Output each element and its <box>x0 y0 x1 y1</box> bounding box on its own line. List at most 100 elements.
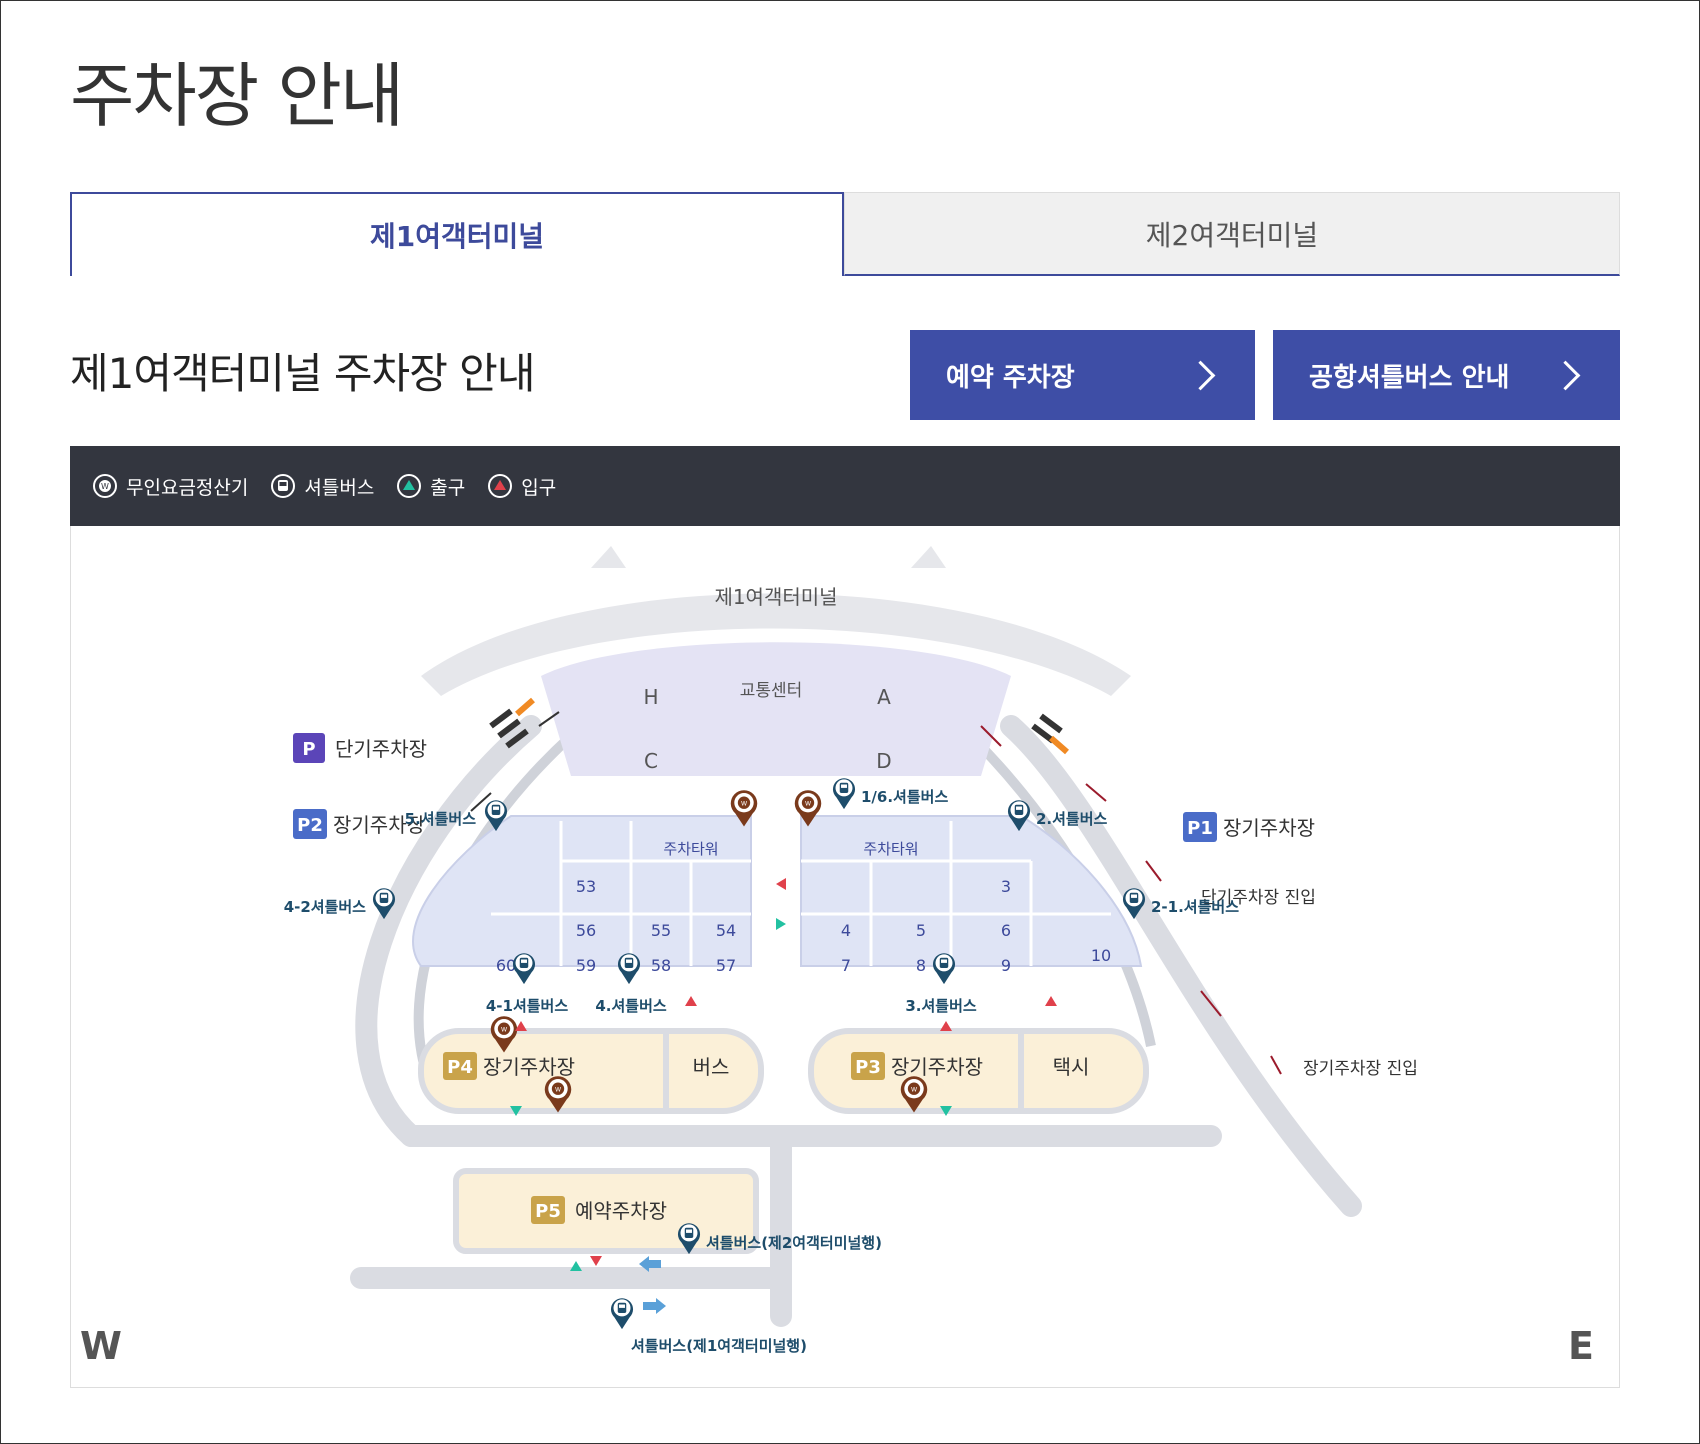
lot-9: 9 <box>1001 956 1011 975</box>
terminal-label: 제1여객터미널 <box>714 585 837 609</box>
traffic-center-label: 교통센터 <box>740 681 803 701</box>
lot-60: 60 <box>496 956 516 975</box>
shuttle-label-1-6: 1/6.셔틀버스 <box>861 788 948 806</box>
p4-label: 장기주차장 <box>483 1055 575 1079</box>
lot-55: 55 <box>651 921 671 940</box>
shuttle-bus-info-label: 공항셔틀버스 안내 <box>1309 362 1510 393</box>
entry-arrows <box>980 725 1282 1075</box>
chevron-right-icon <box>1185 360 1216 390</box>
parking-tower-west-label: 주차타워 <box>663 840 718 858</box>
shuttle-label-2: 2.셔틀버스 <box>1036 810 1108 828</box>
shuttle-label-3: 3.셔틀버스 <box>905 997 977 1015</box>
entrance-icon <box>488 474 513 498</box>
shuttle-label-4: 4.셔틀버스 <box>595 997 667 1015</box>
tab-terminal-1[interactable]: 제1여객터미널 <box>70 192 844 276</box>
taxi-area-label: 택시 <box>1053 1055 1090 1079</box>
page-title: 주차장 안내 <box>70 55 404 137</box>
svg-text:W: W <box>101 482 109 491</box>
p3-lot <box>808 1028 1149 1114</box>
shuttle-stop-1-6[interactable] <box>832 778 856 810</box>
parking-tower-east-label: 주차타워 <box>863 840 918 858</box>
gate-d: D <box>876 749 891 773</box>
lot-53: 53 <box>576 877 596 896</box>
shuttle-label-4-2: 4-2셔틀버스 <box>284 898 366 916</box>
shuttle-label-4-1: 4-1셔틀버스 <box>486 997 568 1015</box>
reservation-parking-button[interactable]: 예약 주차장 <box>910 330 1255 420</box>
p4-lot <box>418 1028 764 1114</box>
east-parking-block <box>800 815 1143 967</box>
shuttle-label-terminal-1: 셔틀버스(제1여객터미널행) <box>631 1337 807 1355</box>
legend-label: 입구 <box>521 476 557 499</box>
transportation-center <box>541 642 1011 776</box>
shuttle-label-5: 5.셔틀버스 <box>405 810 477 828</box>
short-term-badge <box>293 733 325 763</box>
parking-map: W 제1여객터미널 교통센터 H A C D <box>70 526 1620 1388</box>
shuttle-label-2-1: 2-1.셔틀버스 <box>1151 898 1239 916</box>
legend-label: 무인요금정산기 <box>126 476 249 499</box>
lot-56: 56 <box>576 921 596 940</box>
shuttle-stop-4-1[interactable] <box>512 953 536 985</box>
shuttle-stop-3[interactable] <box>932 953 956 985</box>
lot-10: 10 <box>1091 946 1111 965</box>
tab-terminal-2[interactable]: 제2여객터미널 <box>844 192 1620 276</box>
p3-badge-text: P3 <box>855 1057 881 1078</box>
legend-label: 셔틀버스 <box>304 476 375 499</box>
lot-8: 8 <box>916 956 926 975</box>
p3-label: 장기주차장 <box>891 1055 983 1079</box>
p2-label: 장기주차장 <box>333 813 425 837</box>
lot-4: 4 <box>841 921 851 940</box>
lot-7: 7 <box>841 956 851 975</box>
road-network <box>350 715 1362 1327</box>
gate-a: A <box>877 685 891 709</box>
lot-57: 57 <box>716 956 736 975</box>
payment-kiosk-icon: W <box>93 474 117 498</box>
compass-east: E <box>1568 1324 1594 1368</box>
short-term-badge-text: P <box>302 739 315 760</box>
p5-label: 예약주차장 <box>575 1199 667 1223</box>
terminal-tabs: 제1여객터미널 제2여객터미널 <box>70 192 1620 276</box>
legend-item-payment: W 무인요금정산기 <box>92 473 248 500</box>
shuttle-bus-icon <box>271 474 296 498</box>
parking-map-svg: W 제1여객터미널 교통센터 H A C D <box>80 546 1594 1368</box>
gate-h: H <box>643 685 658 709</box>
bus-area-label: 버스 <box>693 1055 730 1079</box>
p2-badge <box>293 809 327 839</box>
lot-54: 54 <box>716 921 736 940</box>
shuttle-stop-terminal-1[interactable] <box>610 1298 634 1330</box>
terminal-building <box>421 593 1131 696</box>
p4-badge <box>443 1052 477 1080</box>
legend-label: 출구 <box>430 476 466 499</box>
exit-icon <box>397 474 422 498</box>
p2-badge-text: P2 <box>297 815 323 836</box>
shuttle-label-terminal-2: 셔틀버스(제2여객터미널행) <box>706 1234 882 1252</box>
p3-badge <box>851 1052 885 1080</box>
lot-58: 58 <box>651 956 671 975</box>
lot-6: 6 <box>1001 921 1011 940</box>
lot-59: 59 <box>576 956 596 975</box>
compass-west: W <box>80 1324 122 1368</box>
short-term-entry-label: 단기주차장 진입 <box>1201 888 1316 908</box>
map-legend: W 무인요금정산기 셔틀버스 출구 입구 <box>70 446 1620 526</box>
p5-badge <box>531 1196 565 1224</box>
shuttle-stop-4[interactable] <box>617 953 641 985</box>
legend-item-shuttle: 셔틀버스 <box>270 473 374 500</box>
legend-item-entrance: 입구 <box>487 473 556 500</box>
entrance-exit-markers <box>510 878 1057 1314</box>
legend-item-exit: 출구 <box>396 473 465 500</box>
p4-badge-text: P4 <box>447 1057 473 1078</box>
chevron-right-icon <box>1550 360 1581 390</box>
lot-3: 3 <box>1001 877 1011 896</box>
p1-label: 장기주차장 <box>1223 816 1315 840</box>
p1-badge <box>1183 812 1217 842</box>
gate-c: C <box>644 749 658 773</box>
shuttle-bus-info-button[interactable]: 공항셔틀버스 안내 <box>1273 330 1620 420</box>
long-term-entry-label: 장기주차장 진입 <box>1303 1059 1418 1079</box>
lot-5: 5 <box>916 921 926 940</box>
p1-badge-text: P1 <box>1187 818 1213 839</box>
section-title: 제1여객터미널 주차장 안내 <box>70 349 535 398</box>
p5-badge-text: P5 <box>535 1201 561 1222</box>
short-term-label: 단기주차장 <box>335 737 427 761</box>
reservation-parking-label: 예약 주차장 <box>946 362 1075 393</box>
west-parking-block <box>412 815 752 967</box>
direction-chevrons <box>489 697 1069 755</box>
